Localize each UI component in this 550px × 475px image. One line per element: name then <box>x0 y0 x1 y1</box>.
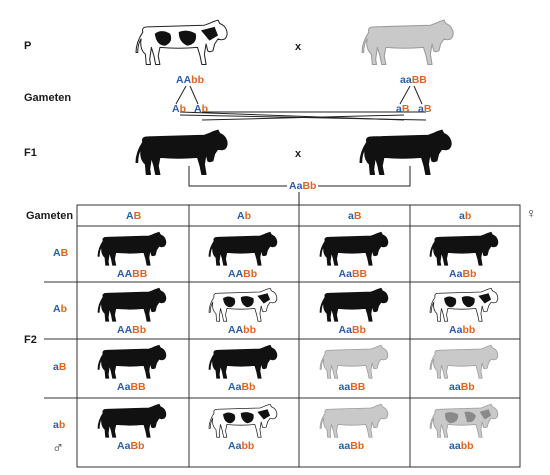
genotype-second-locus: Bb <box>243 268 258 280</box>
cell-genotype: AaBb <box>117 440 144 452</box>
parent-right-genotype: aaBB <box>400 74 427 86</box>
label-gameten: Gameten <box>24 92 72 104</box>
genotype-second-locus: bb <box>462 324 476 336</box>
cell-genotype: AABb <box>228 268 257 280</box>
label-f1: F1 <box>24 147 37 159</box>
cell-genotype: aaBb <box>449 381 475 393</box>
column-header-1: AB <box>126 210 142 222</box>
genotype-first-locus: Aa <box>228 440 242 452</box>
genotype-first-locus: aa <box>449 440 461 452</box>
cow-icon-parent-right <box>361 16 456 72</box>
gamete-right-2: aB <box>418 103 432 115</box>
genotype-second-locus: bb <box>241 440 255 452</box>
cross-symbol-parents: x <box>295 41 302 53</box>
cow-icon-black <box>208 230 279 270</box>
male-symbol: ♂ <box>52 440 64 457</box>
genotype-second-locus: Bb <box>241 381 256 393</box>
genotype-first-locus: AA <box>228 268 244 280</box>
gamete-left-2: Ab <box>194 103 209 115</box>
genotype-second-locus: Bb <box>351 324 366 336</box>
cow-icon-black <box>429 230 500 270</box>
cell-genotype: Aabb <box>449 324 475 336</box>
cell-genotype: aaBb <box>339 440 365 452</box>
genotype-second-locus: BB <box>130 381 146 393</box>
row-header-2: Ab <box>53 303 68 315</box>
genotype-first-locus: aa <box>449 381 461 393</box>
cell-genotype: AAbb <box>228 324 256 336</box>
cow-icon-black <box>319 286 390 326</box>
genotype-second-locus: BB <box>350 381 366 393</box>
genotype-second-locus: Bb <box>460 381 475 393</box>
cell-genotype: AABb <box>117 324 146 336</box>
gamete-right-1: aB <box>396 103 410 115</box>
cell-genotype: AABB <box>117 268 147 280</box>
cow-icon-parent-left <box>135 16 230 72</box>
row-header-4: ab <box>53 419 66 431</box>
cow-icon-grey <box>319 402 390 442</box>
genotype-second-locus: bb <box>460 440 474 452</box>
genotype-first-locus: Aa <box>338 324 352 336</box>
cow-icon-grey <box>429 343 500 383</box>
genotype-first-locus: Aa <box>228 381 242 393</box>
cell-genotype: AaBB <box>339 268 368 280</box>
cell-genotype: aabb <box>449 440 474 452</box>
genotype-second-locus: Bb <box>132 324 147 336</box>
column-header-2: Ab <box>237 210 252 222</box>
cow-icon-spotted <box>208 402 279 442</box>
parent-left-genotype: AAbb <box>176 74 204 86</box>
genotype-second-locus: Bb <box>462 268 477 280</box>
cow-icon-spotted <box>208 286 279 326</box>
f1-genotype: AaBb <box>287 180 319 192</box>
cow-icon-spotted <box>429 286 500 326</box>
column-header-3: aB <box>348 210 362 222</box>
cell-genotype: AaBb <box>228 381 255 393</box>
genotype-second-locus: Bb <box>350 440 365 452</box>
cell-genotype: Aabb <box>228 440 254 452</box>
genotype-first-locus: Aa <box>449 324 463 336</box>
grid-header-gameten: Gameten <box>26 210 74 222</box>
cow-icon-black <box>97 402 168 442</box>
genotype-second-locus: bb <box>243 324 256 336</box>
cow-icon-black <box>97 343 168 383</box>
row-header-3: aB <box>53 361 67 373</box>
genotype-first-locus: Aa <box>117 440 131 452</box>
label-f2: F2 <box>24 334 37 346</box>
cow-icon-black <box>319 230 390 270</box>
genotype-first-locus: Aa <box>338 268 352 280</box>
genotype-first-locus: aa <box>338 381 351 393</box>
genotype-first-locus: Aa <box>117 381 131 393</box>
genotype-first-locus: aa <box>338 440 351 452</box>
cell-genotype: AaBb <box>339 324 366 336</box>
genotype-second-locus: Bb <box>130 440 145 452</box>
cell-genotype: aaBB <box>339 381 366 393</box>
genotype-second-locus: BB <box>132 268 148 280</box>
cow-icon-black <box>208 343 279 383</box>
cow-icon-f1-left <box>135 126 230 182</box>
column-header-4: ab <box>459 210 472 222</box>
cross-symbol-f1: x <box>295 148 302 160</box>
female-symbol: ♀ <box>526 205 537 221</box>
cell-genotype: AaBB <box>117 381 146 393</box>
cow-icon-f1-right <box>359 126 454 182</box>
cow-icon-black <box>97 230 168 270</box>
genotype-second-locus: BB <box>351 268 368 280</box>
genotype-first-locus: Aa <box>449 268 463 280</box>
gamete-left-1: Ab <box>172 103 187 115</box>
genotype-first-locus: AA <box>228 324 244 336</box>
cell-genotype: AaBb <box>449 268 476 280</box>
row-header-1: AB <box>53 247 69 259</box>
genotype-first-locus: AA <box>117 268 133 280</box>
cow-icon-grey <box>319 343 390 383</box>
genotype-first-locus: AA <box>117 324 133 336</box>
cow-icon-black <box>97 286 168 326</box>
label-p: P <box>24 40 32 52</box>
cow-icon-greyspotted <box>429 402 500 442</box>
